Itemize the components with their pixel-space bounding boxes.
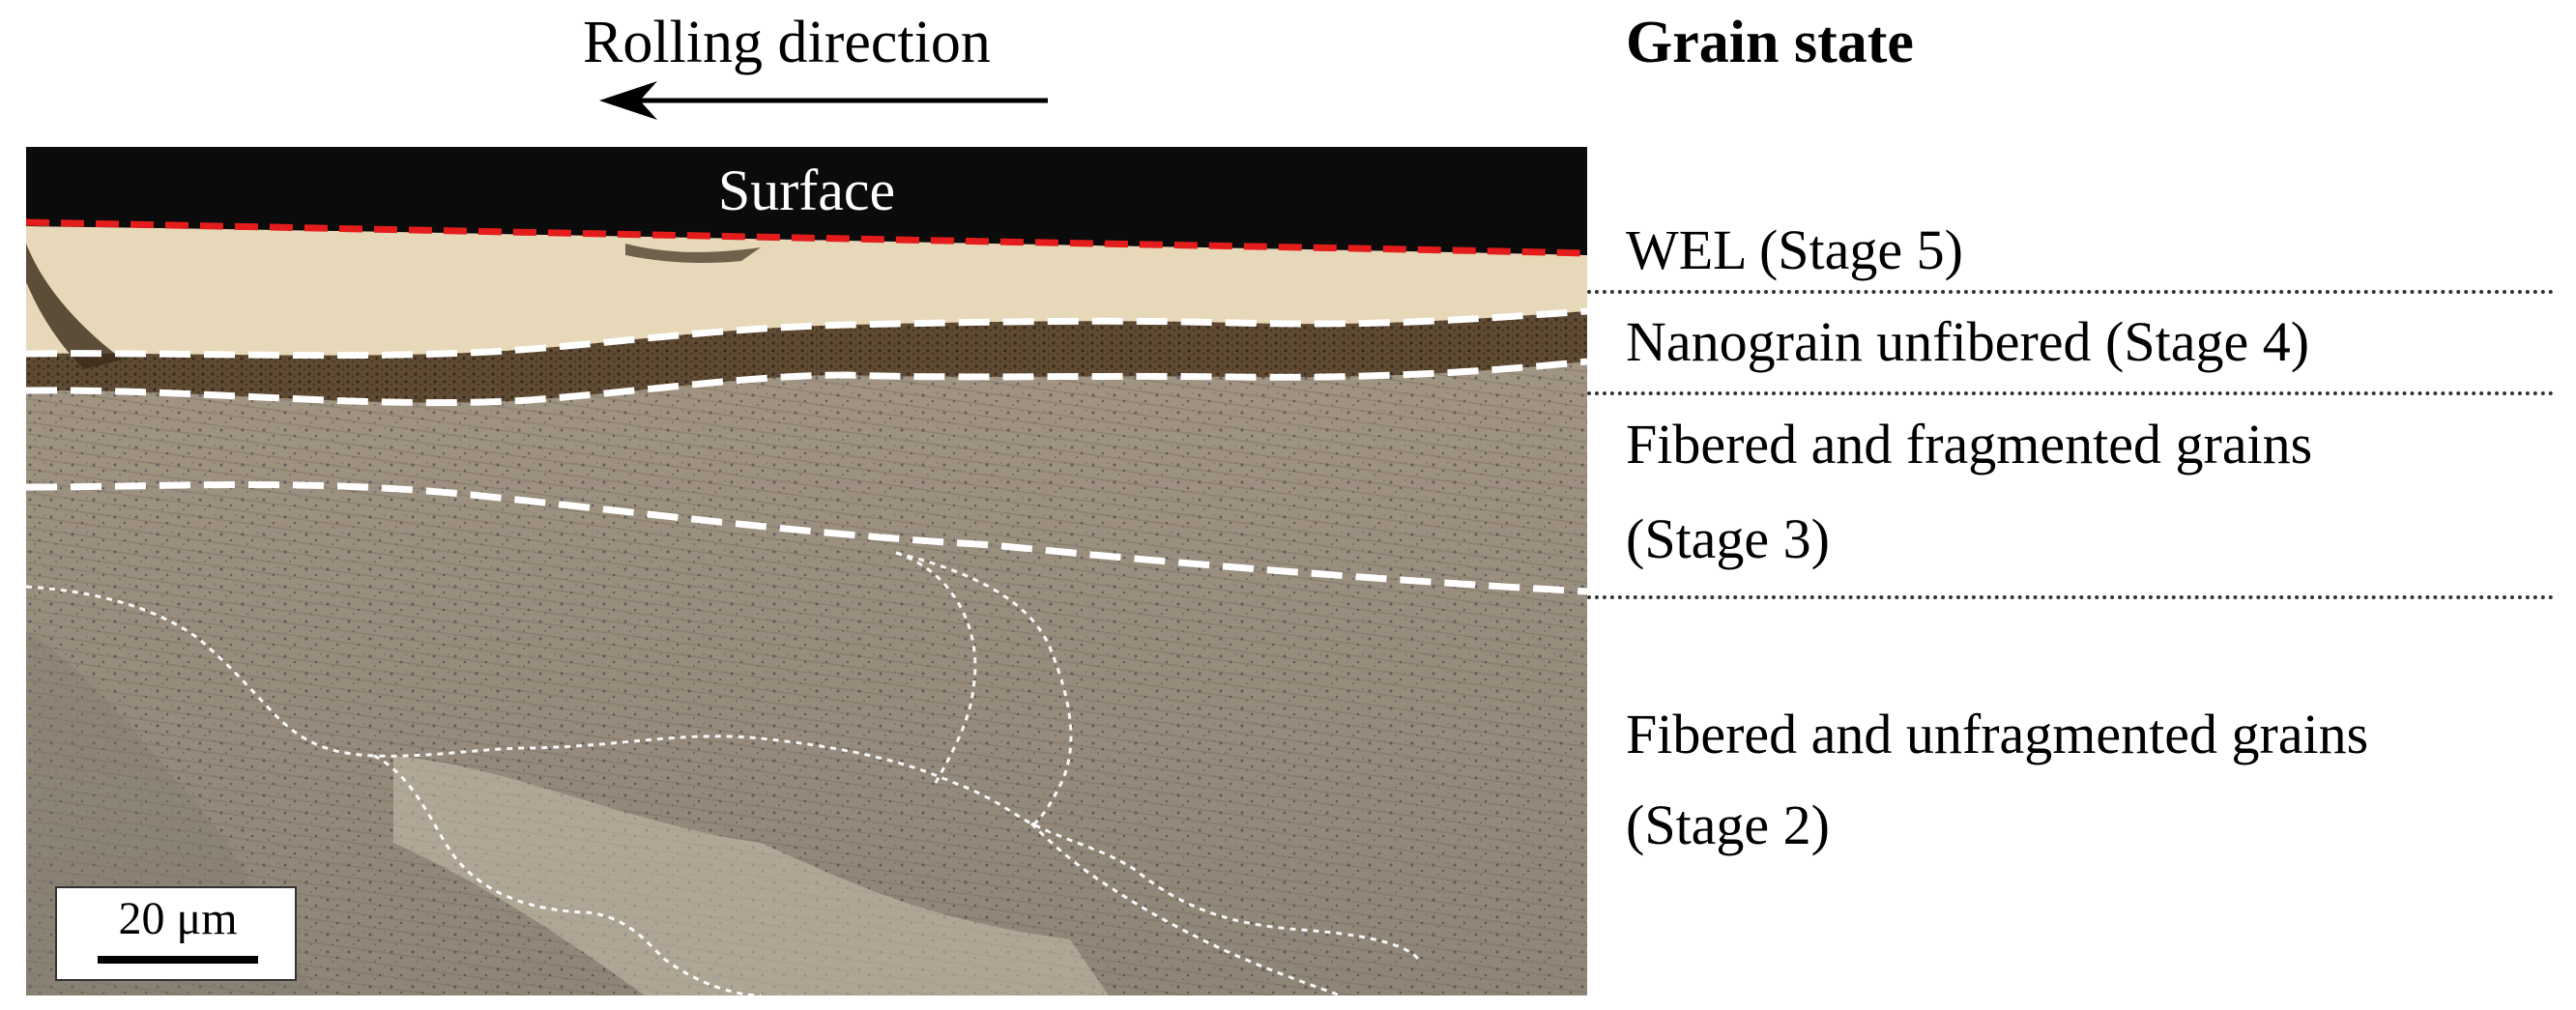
stage-2-label-line2: (Stage 2): [1626, 794, 1830, 856]
rolling-direction-label: Rolling direction: [583, 10, 991, 75]
rolling-direction-arrow-icon: [599, 81, 1048, 120]
grain-state-heading: Grain state: [1626, 10, 1914, 75]
stage-separator-5-4: [1587, 290, 2554, 294]
scale-bar-box: 20 μm: [55, 886, 297, 981]
stage-3-label-line1: Fibered and fragmented grains: [1626, 413, 2313, 476]
scale-bar-label: 20 μm: [118, 893, 238, 944]
stage-5-label: WEL (Stage 5): [1626, 218, 1963, 281]
stage-4-label: Nanograin unfibered (Stage 4): [1626, 310, 2310, 373]
scale-bar: [98, 956, 258, 964]
stage-separator-3-2: [1587, 595, 2554, 599]
stage-separator-4-3: [1587, 391, 2554, 395]
micrograph-drawing: [26, 147, 1587, 996]
surface-label: Surface: [717, 159, 896, 222]
stage-3-label-line2: (Stage 3): [1626, 507, 1830, 570]
stage-2-label-line1: Fibered and unfragmented grains: [1626, 703, 2369, 765]
micrograph-image: Surface 20 μm: [26, 147, 1587, 996]
